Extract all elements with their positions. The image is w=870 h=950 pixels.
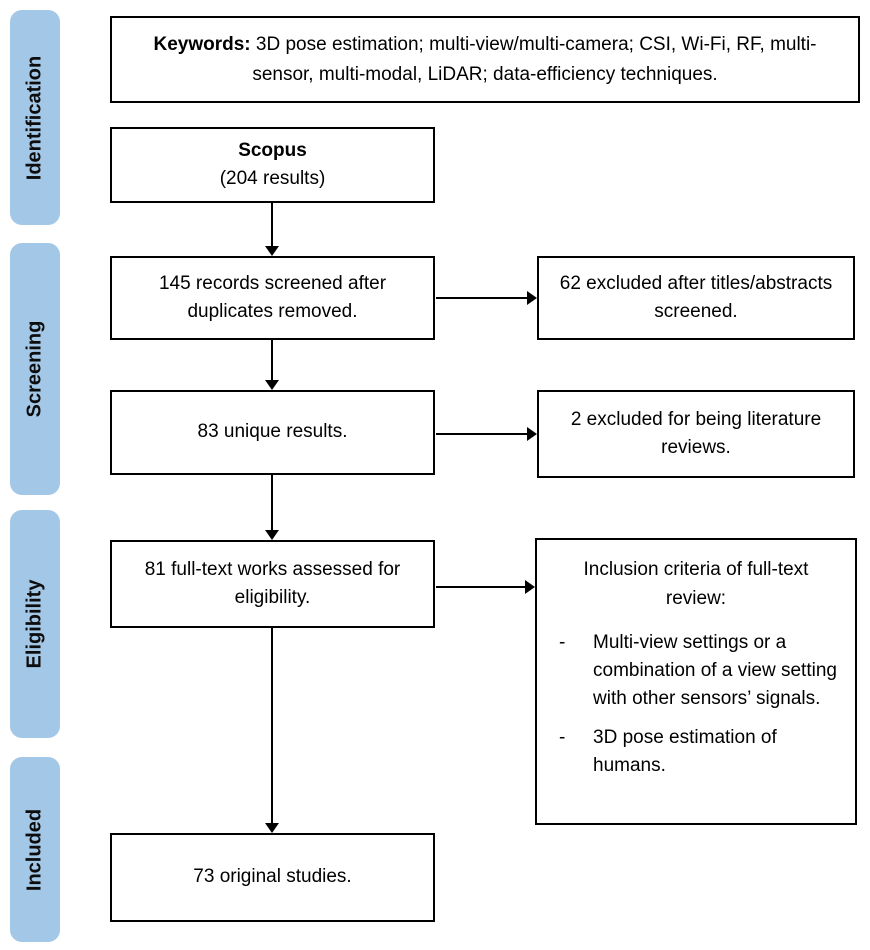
excluded-reviews-text: 2 excluded for being literature reviews. <box>570 408 822 459</box>
inclusion-bullet-text: 3D pose estimation of humans. <box>593 726 777 776</box>
unique-results-box: 83 unique results. <box>110 390 435 475</box>
arrow-line <box>271 340 273 381</box>
sidebar-stage-identification: Identification <box>10 10 60 225</box>
screened-box: 145 records screened after duplicates re… <box>110 256 435 340</box>
arrow-line <box>436 586 525 588</box>
stage-label-screening: Screening <box>23 320 46 418</box>
keywords-box: Keywords: 3D pose estimation; multi-view… <box>110 16 860 103</box>
excluded-reviews-box: 2 excluded for being literature reviews. <box>537 390 855 478</box>
unique-results-text: 83 unique results. <box>197 421 348 443</box>
arrow-line <box>436 297 527 299</box>
sidebar-stage-screening: Screening <box>10 243 60 495</box>
screened-text: 145 records screened after duplicates re… <box>158 272 387 323</box>
excluded-titles-box: 62 excluded after titles/abstracts scree… <box>537 256 855 340</box>
arrowhead-right-icon <box>527 427 537 441</box>
arrow-line <box>271 475 273 531</box>
fulltext-text: 81 full-text works assessed for eligibil… <box>144 558 401 609</box>
fulltext-box: 81 full-text works assessed for eligibil… <box>110 540 435 628</box>
arrowhead-down-icon <box>265 823 279 833</box>
keywords-label: Keywords: <box>153 34 251 56</box>
arrow-line <box>271 203 273 247</box>
inclusion-bullet: - 3D pose estimation of humans. <box>553 724 839 780</box>
source-count: (204 results) <box>219 168 326 189</box>
inclusion-criteria-title: Inclusion criteria of full-text review: <box>583 559 809 609</box>
included-text: 73 original studies. <box>193 866 352 888</box>
arrowhead-right-icon <box>527 291 537 305</box>
source-box: Scopus (204 results) <box>110 127 435 203</box>
arrowhead-down-icon <box>265 380 279 390</box>
inclusion-criteria-box: Inclusion criteria of full-text review: … <box>535 538 857 825</box>
inclusion-bullet: - Multi-view settings or a combination o… <box>553 629 839 713</box>
arrow-line <box>271 628 273 824</box>
stage-label-included: Included <box>23 808 46 891</box>
stage-label-identification: Identification <box>23 55 46 180</box>
keywords-text-wrap: Keywords: 3D pose estimation; multi-view… <box>130 30 840 89</box>
sidebar-stage-included: Included <box>10 757 60 942</box>
bullet-dash-icon: - <box>559 632 566 653</box>
arrowhead-down-icon <box>265 246 279 256</box>
excluded-titles-text: 62 excluded after titles/abstracts scree… <box>559 272 833 323</box>
keywords-text: 3D pose estimation; multi-view/multi-cam… <box>252 34 817 85</box>
included-box: 73 original studies. <box>110 833 435 922</box>
inclusion-bullet-text: Multi-view settings or a combination of … <box>593 632 837 709</box>
stage-label-eligibility: Eligibility <box>23 579 46 669</box>
sidebar-stage-eligibility: Eligibility <box>10 510 60 738</box>
arrowhead-down-icon <box>265 530 279 540</box>
bullet-dash-icon: - <box>559 726 566 748</box>
arrow-line <box>436 433 527 435</box>
source-name: Scopus <box>238 139 307 161</box>
arrowhead-right-icon <box>525 580 535 594</box>
